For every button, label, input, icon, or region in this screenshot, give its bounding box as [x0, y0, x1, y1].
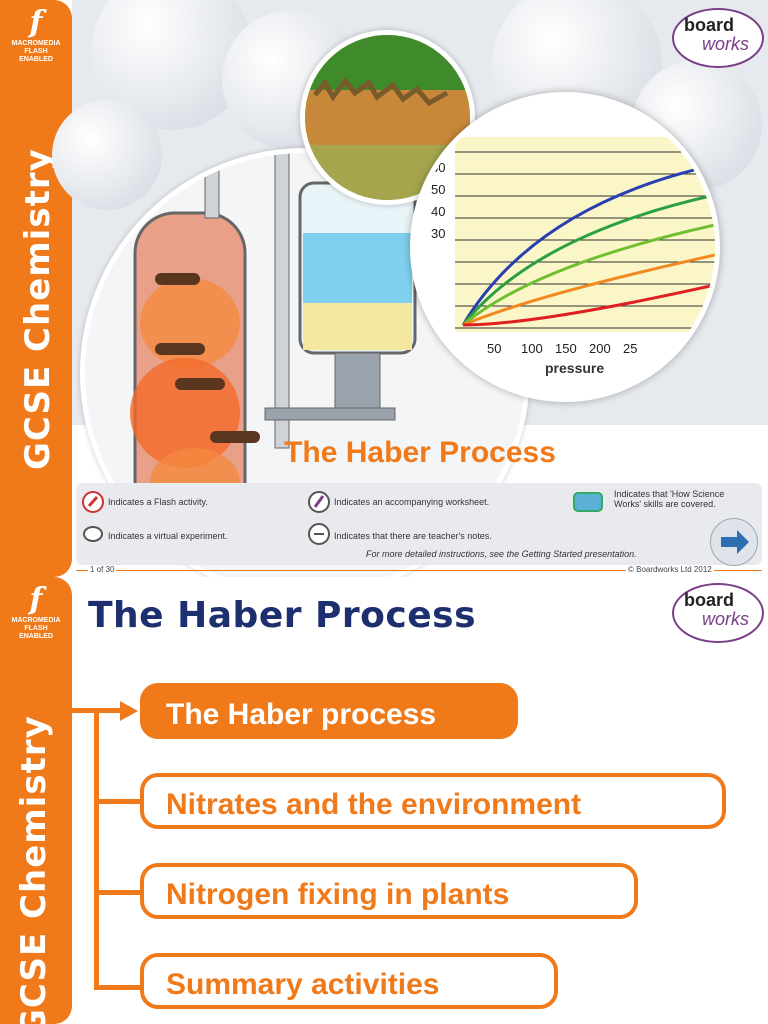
x-tick-label: 200: [589, 341, 611, 356]
yield-curve: [462, 223, 715, 327]
menu-item-nitrogen-fixing[interactable]: Nitrogen fixing in plants: [140, 863, 638, 919]
arrow-right-icon: [721, 530, 749, 554]
copyright: © Boardworks Ltd 2012: [626, 565, 714, 574]
slide-title: The Haber Process: [284, 436, 556, 469]
menu-item-nitrates[interactable]: Nitrates and the environment: [140, 773, 726, 829]
subject-label: GCSE Chemistry: [14, 715, 54, 1024]
menu-item-haber-process[interactable]: The Haber process: [140, 683, 518, 739]
subject-label: GCSE Chemistry: [18, 148, 58, 470]
x-tick-label: 25: [623, 341, 637, 356]
worksheet-icon: [308, 491, 330, 513]
page-indicator: 1 of 30: [88, 565, 117, 574]
boardworks-logo: board works: [672, 8, 764, 68]
x-tick-label: 50: [487, 341, 501, 356]
boardworks-logo: board works: [672, 583, 764, 643]
yield-curve: [461, 163, 715, 326]
y-tick-label: 50: [431, 182, 445, 197]
legend-worksheet: Indicates an accompanying worksheet.: [334, 497, 490, 507]
legend-more-info: For more detailed instructions, see the …: [366, 549, 637, 559]
sidebar: f MACROMEDIA FLASH ENABLED GCSE Chemistr…: [0, 0, 72, 577]
menu-slide: f MACROMEDIA FLASH ENABLED GCSE Chemistr…: [0, 577, 768, 1024]
x-tick-label: 100: [521, 341, 543, 356]
legend-notes: Indicates that there are teacher's notes…: [334, 531, 492, 541]
yield-curve: [462, 253, 715, 327]
footer-divider: [76, 570, 762, 571]
flash-activity-icon: [82, 491, 104, 513]
arrow-right-icon: [120, 701, 138, 721]
menu-item-summary[interactable]: Summary activities: [140, 953, 558, 1009]
menu-trunk: [94, 708, 99, 990]
legend-hsw: Indicates that 'How Science Works' skill…: [614, 489, 725, 509]
yield-curve: [461, 193, 715, 326]
virtual-experiment-icon: [83, 526, 103, 542]
page-title: The Haber Process: [88, 595, 477, 636]
x-tick-label: 150: [555, 341, 577, 356]
next-slide-button[interactable]: [710, 518, 758, 566]
legend-virtual: Indicates a virtual experiment.: [108, 531, 228, 541]
yield-curve: [462, 283, 715, 327]
flash-logo: f MACROMEDIA FLASH ENABLED: [11, 582, 61, 641]
title-slide: f MACROMEDIA FLASH ENABLED GCSE Chemistr…: [0, 0, 768, 577]
how-science-works-icon: [573, 492, 603, 512]
x-axis-label: pressure: [545, 360, 604, 376]
sidebar: f MACROMEDIA FLASH ENABLED GCSE Chemistr…: [0, 577, 72, 1024]
teacher-notes-icon: [308, 523, 330, 545]
y-tick-label: 30: [431, 226, 445, 241]
y-tick-label: 40: [431, 204, 445, 219]
field-illustration: [300, 30, 475, 205]
legend-flash: Indicates a Flash activity.: [108, 497, 208, 507]
icon-legend: Indicates a Flash activity. Indicates a …: [76, 483, 762, 565]
flash-logo: f MACROMEDIA FLASH ENABLED: [11, 5, 61, 64]
